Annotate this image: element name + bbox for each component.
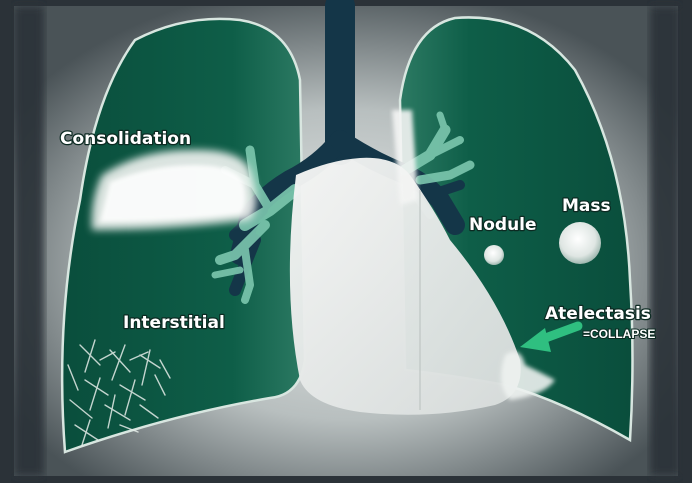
label-mass: Mass <box>562 196 611 216</box>
label-nodule: Nodule <box>469 215 537 235</box>
nodule-opacity <box>484 245 504 265</box>
label-collapse: =COLLAPSE <box>583 327 655 341</box>
label-interstitial: Interstitial <box>123 313 225 333</box>
label-atelectasis: Atelectasis <box>545 304 651 324</box>
right-shadow <box>650 6 680 476</box>
mass-opacity <box>559 222 601 264</box>
label-consolidation: Consolidation <box>60 129 191 149</box>
left-shadow <box>14 6 44 476</box>
